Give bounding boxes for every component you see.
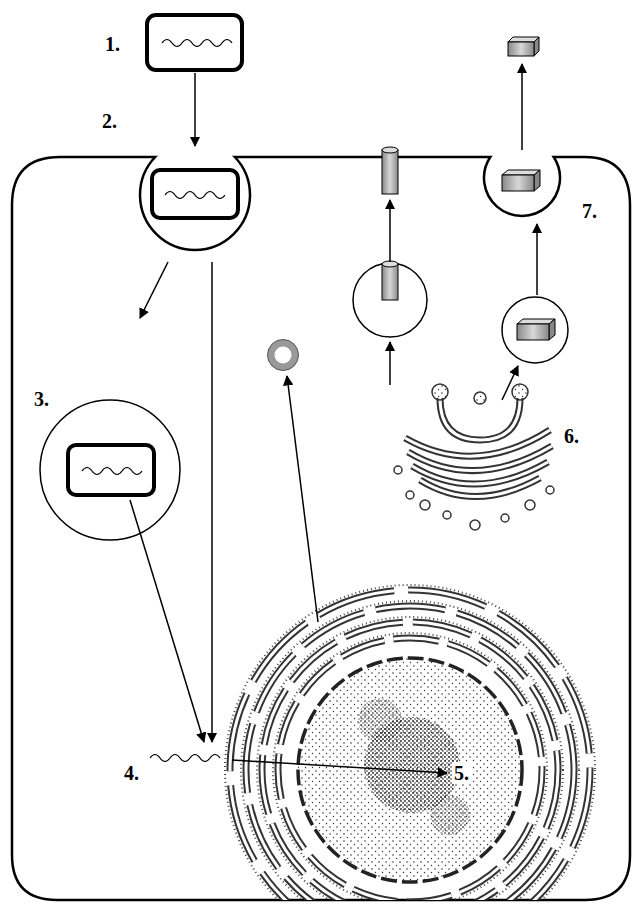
callout-number: 4.: [122, 762, 141, 784]
arrow: [194, 73, 196, 146]
arrow: [502, 366, 518, 400]
arrow: [389, 342, 391, 385]
transport-vesicle: [353, 263, 427, 337]
secreted-protein: [517, 319, 555, 340]
ring-protein: [268, 340, 299, 371]
golgi-apparatus: [394, 384, 554, 530]
callout-number: 5.: [452, 762, 471, 784]
arrow: [232, 760, 447, 773]
membrane-protein: [382, 147, 398, 194]
secretory-vesicle: [502, 297, 568, 363]
callout-number: 7.: [580, 200, 599, 222]
ring-protein: [271, 343, 295, 367]
secreted-protein: [508, 37, 539, 56]
nucleus: [296, 656, 524, 884]
arrow: [536, 224, 538, 295]
arrow: [211, 262, 213, 742]
endosome: [40, 400, 180, 540]
callout-number: 1.: [103, 33, 122, 55]
viral-genome: [150, 755, 220, 762]
callout-number: 3.: [32, 388, 51, 410]
arrow: [140, 262, 168, 318]
endocytic-vesicle: [152, 170, 238, 218]
callout-number: 2.: [100, 110, 119, 132]
secreted-protein: [502, 170, 540, 191]
endoplasmic-reticulum: [225, 585, 595, 905]
arrow: [521, 64, 523, 150]
arrow: [287, 376, 318, 622]
virus-particle: [147, 15, 242, 70]
callout-number: 6.: [562, 425, 581, 447]
membrane-protein: [382, 261, 398, 300]
arrow: [389, 200, 391, 262]
arrow: [130, 500, 204, 742]
